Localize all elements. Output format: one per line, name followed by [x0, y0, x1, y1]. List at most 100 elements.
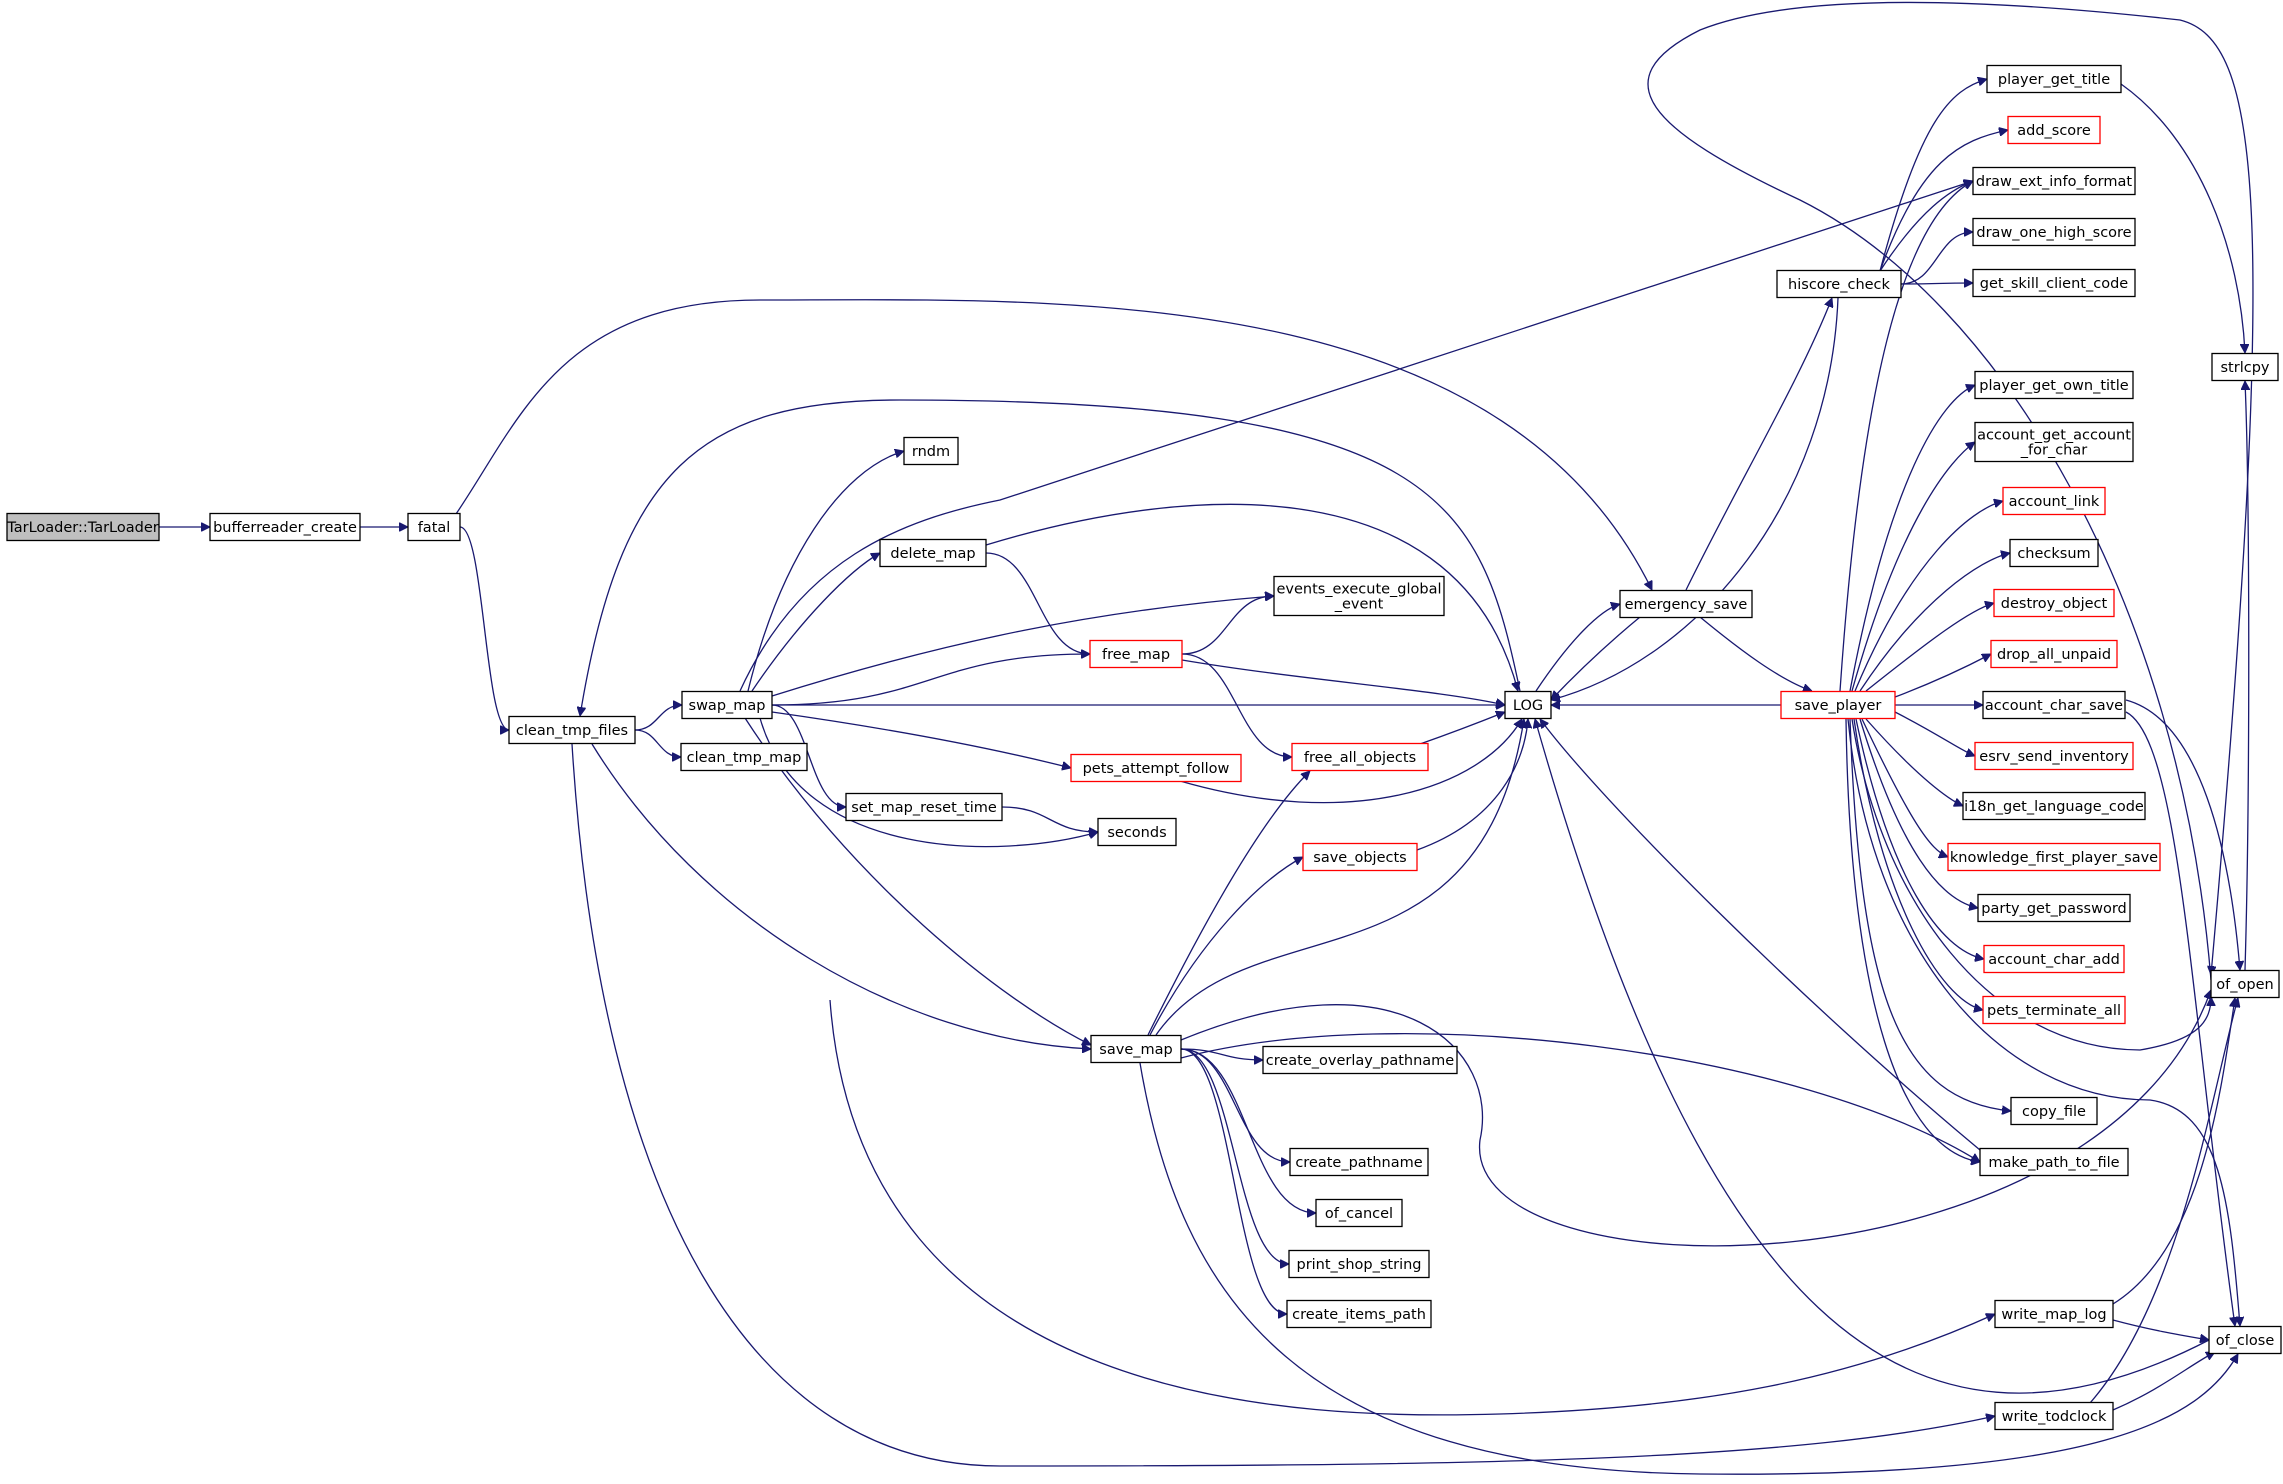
- edge-make_path_to_file-to-log: [1540, 719, 1981, 1151]
- edge-path: [1535, 604, 1620, 692]
- node-save-player[interactable]: save_player: [1780, 690, 1896, 720]
- node-get-skill-client-code[interactable]: get_skill_client_code: [1972, 268, 2136, 298]
- edge-save_map-to-free_all_objects: [1147, 771, 1310, 1036]
- edge-path: [1699, 616, 1812, 691]
- node-create-items-path[interactable]: create_items_path: [1286, 1299, 1432, 1329]
- edge-save_player-to-destroy_object: [1865, 603, 1994, 692]
- node-tarloader[interactable]: TarLoader::TarLoader: [6, 512, 160, 542]
- node-destroy-object[interactable]: destroy_object: [1993, 588, 2115, 618]
- node-create-pathname[interactable]: create_pathname: [1289, 1147, 1429, 1177]
- node-save-objects[interactable]: save_objects: [1302, 842, 1418, 872]
- edge-save_map-to-make_path_to_file: [1180, 1033, 1980, 1163]
- node-party-get-password[interactable]: party_get_password: [1977, 893, 2131, 923]
- edge-path: [1685, 298, 1832, 591]
- node-box: [1289, 1147, 1429, 1177]
- edge-write_map_log-to-of_open: [2112, 998, 2235, 1305]
- node-label: of_open: [2216, 977, 2273, 993]
- node-clean-tmp-files[interactable]: clean_tmp_files: [508, 715, 636, 745]
- edge-path: [2125, 699, 2240, 970]
- node-label: save_objects: [1313, 850, 1406, 866]
- node-box: [1302, 842, 1418, 872]
- node-seconds[interactable]: seconds: [1097, 817, 1177, 847]
- node-events-execute-global-event[interactable]: events_execute_global_event: [1273, 575, 1445, 617]
- node-log[interactable]: LOG: [1504, 690, 1552, 720]
- edge-path: [1854, 501, 2003, 692]
- edge-swap_map-to-set_map_reset_time: [771, 704, 847, 807]
- node-box: [681, 690, 773, 720]
- node-account-char-save[interactable]: account_char_save: [1982, 690, 2126, 720]
- node-pets-attempt-follow[interactable]: pets_attempt_follow: [1070, 753, 1242, 783]
- edge-clean_tmp_files-to-write_todclock: [571, 743, 1995, 1467]
- node-account-link[interactable]: account_link: [2002, 486, 2106, 516]
- node-box: [1291, 742, 1429, 772]
- node-set-map-reset-time[interactable]: set_map_reset_time: [845, 792, 1003, 822]
- node-box: [1983, 944, 2125, 974]
- node-pets-terminate-all[interactable]: pets_terminate_all: [1982, 995, 2126, 1025]
- node-fatal[interactable]: fatal: [407, 512, 461, 542]
- node-box: [2002, 486, 2106, 516]
- node-of-cancel[interactable]: of_cancel: [1315, 1198, 1403, 1228]
- node-box: [1986, 64, 2122, 94]
- node-label: pets_terminate_all: [1987, 1003, 2121, 1019]
- node-account-char-add[interactable]: account_char_add: [1983, 944, 2125, 974]
- node-box: [1972, 268, 2136, 298]
- node-of-close[interactable]: of_close: [2208, 1325, 2282, 1355]
- node-draw-ext-info-format[interactable]: draw_ext_info_format: [1972, 166, 2136, 196]
- node-i18n-get-language-code[interactable]: i18n_get_language_code: [1962, 791, 2146, 821]
- node-delete-map[interactable]: delete_map: [879, 538, 987, 568]
- edge-path: [1551, 616, 1641, 700]
- node-label: of_cancel: [1325, 1206, 1393, 1222]
- node-label: fatal: [418, 520, 451, 536]
- node-bufferreader-create[interactable]: bufferreader_create: [209, 512, 361, 542]
- node-player-get-own-title[interactable]: player_get_own_title: [1974, 370, 2134, 400]
- edge-path: [744, 717, 1091, 1046]
- node-add-score[interactable]: add_score: [2007, 115, 2101, 145]
- node-esrv-send-inventory[interactable]: esrv_send_inventory: [1974, 741, 2134, 771]
- node-label: rndm: [912, 444, 950, 460]
- node-label: bufferreader_create: [213, 520, 357, 536]
- node-emergency-save[interactable]: emergency_save: [1619, 589, 1753, 619]
- node-label: write_todclock: [2002, 1409, 2107, 1425]
- node-clean-tmp-map[interactable]: clean_tmp_map: [680, 742, 808, 772]
- edge-path: [771, 704, 847, 807]
- node-of-open[interactable]: of_open: [2210, 969, 2280, 999]
- node-save-map[interactable]: save_map: [1090, 1034, 1182, 1064]
- edge-path: [1900, 283, 1973, 284]
- edge-path: [771, 711, 1071, 768]
- node-box: [903, 436, 959, 466]
- node-player-get-title[interactable]: player_get_title: [1986, 64, 2122, 94]
- node-label: _for_char: [2020, 443, 2087, 459]
- node-draw-one-high-score[interactable]: draw_one_high_score: [1972, 217, 2136, 247]
- node-checksum[interactable]: checksum: [2009, 538, 2099, 568]
- node-label: drop_all_unpaid: [1997, 647, 2111, 663]
- node-strlcpy[interactable]: strlcpy: [2211, 352, 2279, 382]
- edge-path: [1851, 442, 1975, 692]
- node-make-path-to-file[interactable]: make_path_to_file: [1979, 1147, 2129, 1177]
- edge-path: [1179, 719, 1523, 804]
- edge-log-to-emergency_save: [1535, 604, 1620, 692]
- edge-save_player-to-account_link: [1854, 501, 2003, 692]
- node-print-shop-string[interactable]: print_shop_string: [1288, 1249, 1430, 1279]
- edge-hiscore_check-to-player_get_title: [1879, 79, 1987, 272]
- node-create-overlay-pathname[interactable]: create_overlay_pathname: [1262, 1045, 1458, 1075]
- node-label: strlcpy: [2221, 360, 2270, 376]
- node-knowledge-first-player-save[interactable]: knowledge_first_player_save: [1947, 842, 2161, 872]
- node-free-map[interactable]: free_map: [1089, 639, 1183, 669]
- node-swap-map[interactable]: swap_map: [681, 690, 773, 720]
- node-box: [845, 792, 1003, 822]
- edge-save_map-to-save_objects: [1149, 856, 1303, 1036]
- node-label: seconds: [1107, 825, 1166, 841]
- node-write-todclock[interactable]: write_todclock: [1994, 1401, 2114, 1431]
- node-rndm[interactable]: rndm: [903, 436, 959, 466]
- node-free-all-objects[interactable]: free_all_objects: [1291, 742, 1429, 772]
- edge-save_map-to-of_cancel: [1180, 1048, 1316, 1213]
- node-account-get-account-for-char[interactable]: account_get_account_for_char: [1974, 421, 2134, 463]
- node-box: [1982, 690, 2126, 720]
- node-box: [1947, 842, 2161, 872]
- node-drop-all-unpaid[interactable]: drop_all_unpaid: [1990, 639, 2118, 669]
- node-copy-file[interactable]: copy_file: [2010, 1096, 2098, 1126]
- edge-path: [1139, 1062, 2239, 1475]
- node-hiscore-check[interactable]: hiscore_check: [1776, 269, 1902, 299]
- edge-path: [1839, 180, 1973, 692]
- node-write-map-log[interactable]: write_map_log: [1994, 1299, 2114, 1329]
